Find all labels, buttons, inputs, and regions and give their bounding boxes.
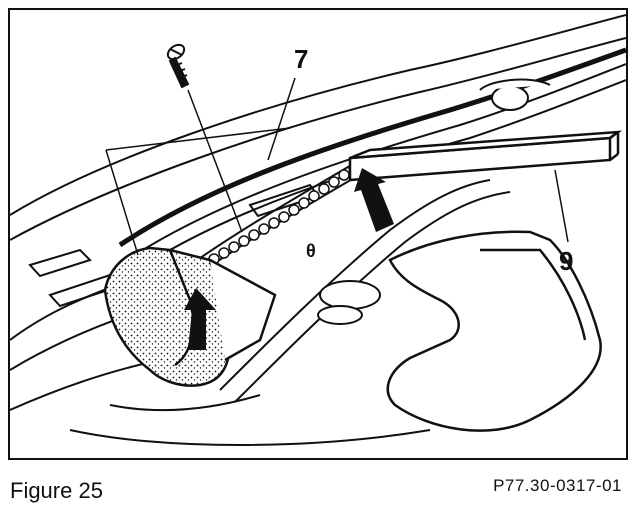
body-panel-lines (10, 14, 626, 411)
screw-icon (166, 43, 190, 89)
lower-panel (69, 179, 511, 446)
rubber-clip (103, 246, 277, 387)
technical-illustration (10, 14, 626, 446)
callout-7: 7 (294, 44, 309, 74)
bracket-handle (386, 230, 602, 432)
callout-9: 9 (559, 246, 574, 276)
slanted-arrow-icon (354, 168, 394, 232)
pry-tool (348, 130, 623, 182)
leader-lines (105, 77, 569, 256)
clip-beads (198, 162, 360, 271)
figure-frame: 7 9 θ (8, 8, 628, 460)
up-arrow-icon (184, 288, 216, 350)
figure-caption: Figure 25 (10, 478, 103, 503)
callout-theta: θ (306, 241, 316, 261)
figure-code: P77.30-0317-01 (493, 476, 622, 495)
mirror-mount (479, 78, 551, 111)
bumper-stop (317, 280, 381, 325)
